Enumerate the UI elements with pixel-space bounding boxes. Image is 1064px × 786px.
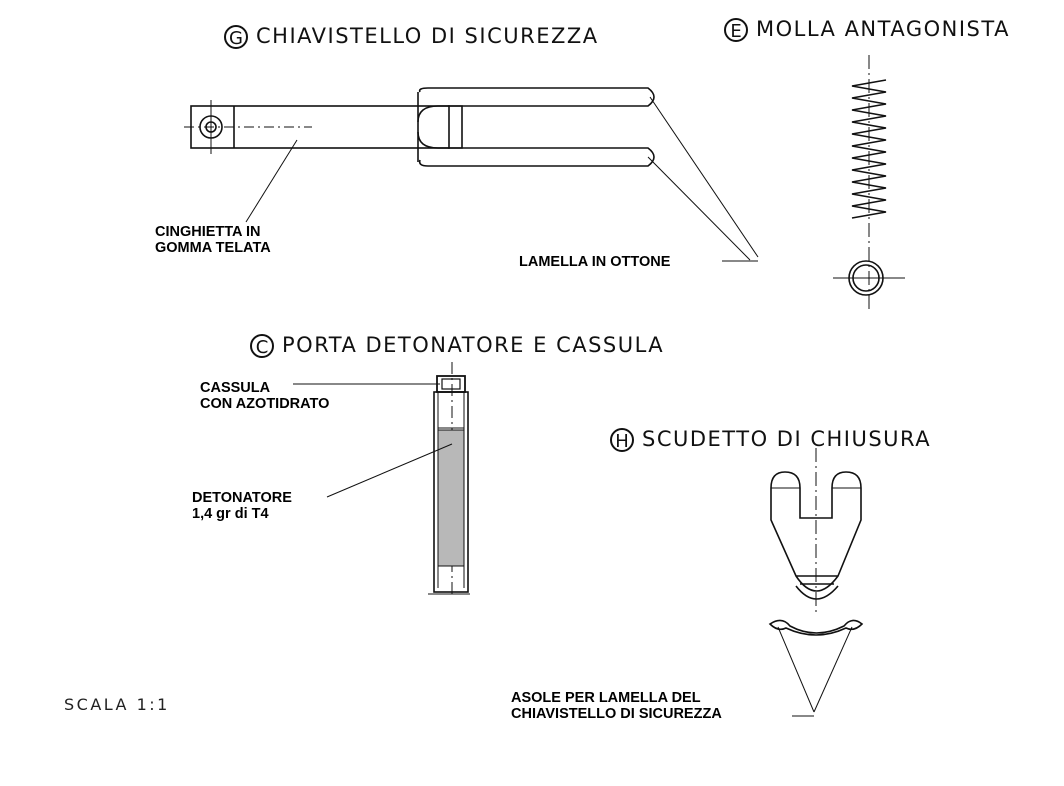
section-letter-g: G bbox=[224, 25, 248, 49]
title-chiavistello-text: CHIAVISTELLO DI SICUREZZA bbox=[256, 24, 599, 48]
label-cinghietta: CINGHIETTA IN GOMMA TELATA bbox=[155, 224, 271, 256]
title-molla: E MOLLA ANTAGONISTA bbox=[724, 17, 1010, 42]
section-letter-c: C bbox=[250, 334, 274, 358]
latch-leaders bbox=[245, 96, 759, 262]
title-porta-detonatore-text: PORTA DETONATORE E CASSULA bbox=[282, 333, 665, 357]
label-asole: ASOLE PER LAMELLA DEL CHIAVISTELLO DI SI… bbox=[511, 690, 722, 722]
label-asole-line1: ASOLE PER LAMELLA DEL bbox=[511, 690, 701, 706]
closure-leaders bbox=[777, 626, 853, 717]
label-cinghietta-line2: GOMMA TELATA bbox=[155, 240, 271, 256]
label-detonatore-line1: DETONATORE bbox=[192, 490, 292, 506]
scale-note: SCALA 1:1 bbox=[64, 695, 170, 714]
detonator-leaders bbox=[293, 383, 453, 498]
label-cassula: CASSULA CON AZOTIDRATO bbox=[200, 380, 329, 412]
label-detonatore-line2: 1,4 gr di T4 bbox=[192, 506, 269, 522]
label-asole-line2: CHIAVISTELLO DI SICUREZZA bbox=[511, 706, 722, 722]
closure-shield-drawing bbox=[768, 448, 864, 636]
title-porta-detonatore: C PORTA DETONATORE E CASSULA bbox=[250, 333, 664, 358]
label-detonatore: DETONATORE 1,4 gr di T4 bbox=[192, 490, 292, 522]
title-chiavistello: G CHIAVISTELLO DI SICUREZZA bbox=[224, 24, 599, 49]
label-lamella: LAMELLA IN OTTONE bbox=[519, 254, 671, 270]
section-letter-e: E bbox=[724, 18, 748, 42]
title-scudetto-text: SCUDETTO DI CHIUSURA bbox=[642, 427, 932, 451]
section-letter-h: H bbox=[610, 428, 634, 452]
label-cinghietta-line1: CINGHIETTA IN bbox=[155, 224, 261, 240]
label-cassula-line2: CON AZOTIDRATO bbox=[200, 396, 330, 412]
title-scudetto: H SCUDETTO DI CHIUSURA bbox=[610, 427, 931, 452]
title-molla-text: MOLLA ANTAGONISTA bbox=[756, 17, 1010, 41]
detonator-holder-drawing bbox=[428, 362, 470, 598]
spring-drawing bbox=[833, 55, 905, 312]
label-cassula-line1: CASSULA bbox=[200, 380, 271, 396]
latch-drawing bbox=[184, 87, 655, 167]
